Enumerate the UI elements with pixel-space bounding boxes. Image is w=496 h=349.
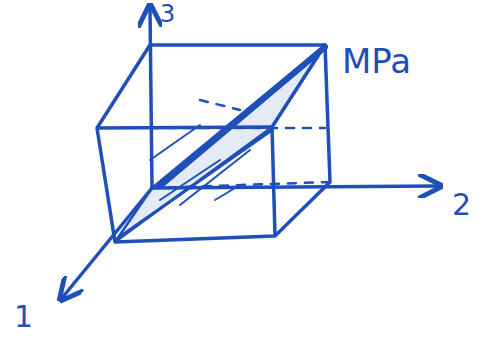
axis-1	[62, 188, 152, 298]
unit-label: MPa	[342, 44, 411, 78]
plane-edge	[160, 47, 325, 186]
axis-3	[150, 8, 152, 188]
cube-edges	[97, 45, 330, 242]
axis-label: 2	[452, 190, 471, 220]
axis-label: 3	[160, 2, 175, 26]
plane-edge	[118, 130, 272, 238]
axis-label: 1	[14, 302, 33, 332]
plane-hatch	[150, 125, 200, 160]
diagonal-plane	[115, 45, 325, 242]
hidden-edge	[200, 100, 240, 110]
plane-hatch	[180, 150, 250, 205]
plane-hatch	[215, 185, 240, 200]
